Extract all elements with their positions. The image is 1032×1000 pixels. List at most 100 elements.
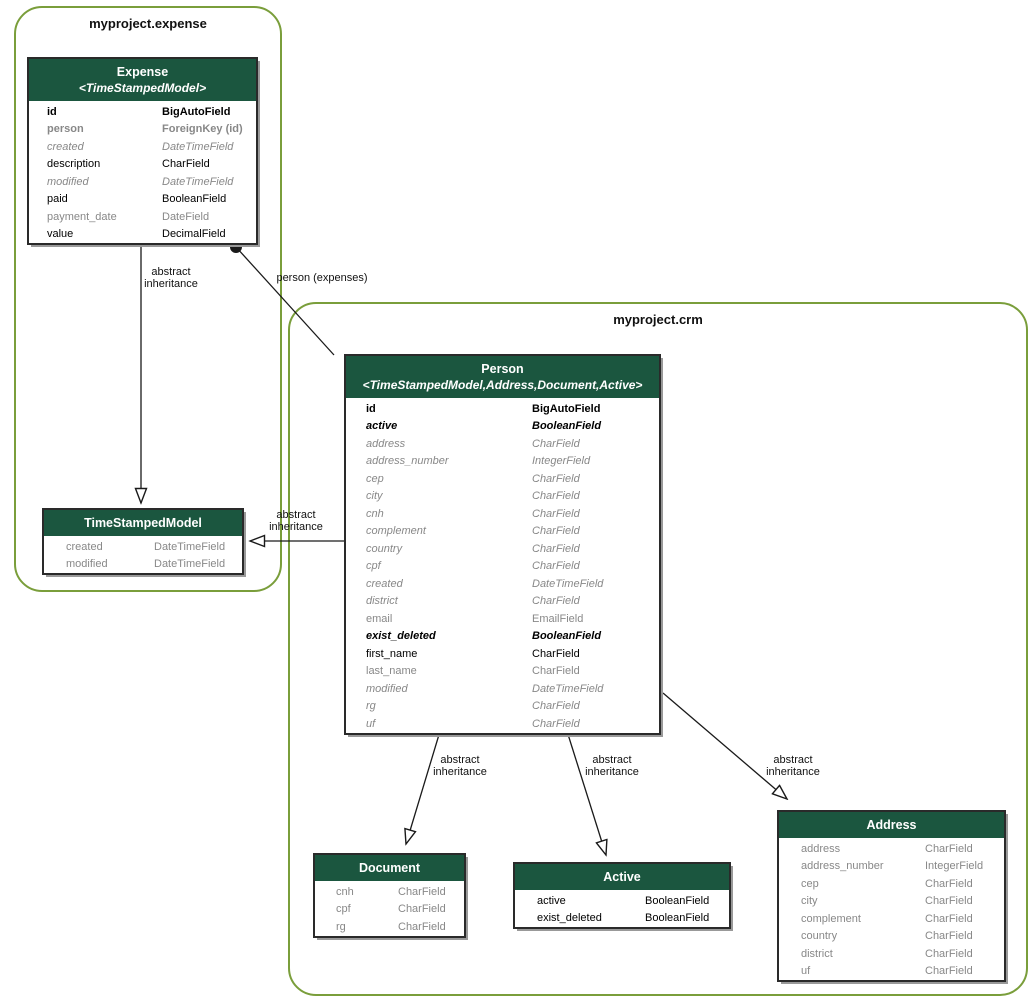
field-name: country	[366, 542, 403, 555]
package-crm-label: myproject.crm	[613, 312, 703, 327]
field-name: country	[801, 930, 838, 943]
edge-label-person-active-inheritance: abstract inheritance	[585, 754, 639, 778]
field-name: modified	[47, 175, 89, 188]
field-name: payment_date	[47, 210, 117, 223]
document-table-header: Document	[315, 855, 464, 881]
field-name: address_number	[801, 860, 884, 873]
address-field-row-city: city CharField	[779, 893, 1004, 911]
field-type: DateTimeField	[162, 140, 234, 153]
field-type: CharField	[532, 437, 580, 450]
expense-field-row-value: value DecimalField	[29, 226, 256, 244]
model-table-person: Person<TimeStampedModel,Address,Document…	[344, 354, 661, 735]
field-name: cep	[801, 877, 819, 890]
field-name: active	[537, 894, 566, 907]
active-table-header: Active	[515, 864, 729, 890]
field-type: BooleanField	[532, 420, 602, 433]
field-type: BooleanField	[645, 912, 710, 925]
field-name: complement	[366, 525, 426, 538]
field-type: CharField	[532, 507, 580, 520]
package-expense-label: myproject.expense	[89, 16, 207, 31]
address-field-row-cep: cep CharField	[779, 875, 1004, 893]
field-name: complement	[801, 912, 861, 925]
timestampedmodel-table-title: TimeStampedModel	[84, 516, 202, 530]
field-type: DecimalField	[162, 228, 226, 241]
field-type: EmailField	[532, 612, 584, 625]
field-type: CharField	[925, 842, 973, 855]
field-name: created	[66, 540, 103, 553]
field-type: CharField	[532, 647, 580, 660]
field-name: value	[47, 228, 74, 241]
field-name: first_name	[366, 647, 418, 660]
field-type: IntegerField	[925, 860, 984, 873]
field-name: rg	[366, 700, 376, 713]
field-name: modified	[66, 558, 108, 571]
field-type: DateTimeField	[154, 558, 226, 571]
document-field-row-cnh: cnh CharField	[315, 883, 464, 901]
field-type: CharField	[925, 877, 973, 890]
field-type: BooleanField	[532, 630, 602, 643]
field-type: BigAutoField	[162, 105, 231, 118]
field-name: last_name	[366, 665, 417, 678]
person-field-row-id: id BigAutoField	[346, 400, 659, 418]
field-name: uf	[801, 965, 811, 978]
field-type: CharField	[532, 542, 580, 555]
document-field-row-rg: rg CharField	[315, 918, 464, 936]
field-name: rg	[336, 920, 346, 933]
edge-label-person-timestamped-inheritance: abstract inheritance	[269, 509, 323, 533]
field-name: cpf	[336, 903, 351, 916]
field-name: cnh	[366, 507, 384, 520]
field-name: cnh	[336, 885, 354, 898]
field-type: CharField	[925, 930, 973, 943]
field-name: paid	[47, 193, 68, 206]
field-type: CharField	[398, 920, 446, 933]
package-crm: myproject.crm	[288, 302, 1028, 996]
edge-label-person-address-inheritance: abstract inheritance	[766, 754, 820, 778]
address-field-row-country: country CharField	[779, 928, 1004, 946]
person-field-row-cnh: cnh CharField	[346, 505, 659, 523]
address-table-header: Address	[779, 812, 1004, 838]
expense-table-stereotype: <TimeStampedModel>	[78, 81, 207, 95]
field-name: created	[47, 140, 84, 153]
field-type: CharField	[925, 895, 973, 908]
field-type: CharField	[398, 885, 446, 898]
field-name: city	[801, 895, 818, 908]
field-type: BigAutoField	[532, 402, 601, 415]
field-type: CharField	[532, 665, 580, 678]
field-type: BooleanField	[162, 193, 227, 206]
field-name: id	[366, 402, 376, 415]
timestampedmodel-table-header: TimeStampedModel	[44, 510, 242, 536]
edge-label-person-expenses-fk: person (expenses)	[276, 272, 368, 284]
field-name: address	[366, 437, 406, 450]
field-type: CharField	[532, 717, 580, 730]
person-field-row-country: country CharField	[346, 540, 659, 558]
person-field-row-last_name: last_name CharField	[346, 663, 659, 681]
field-name: district	[801, 947, 833, 960]
field-name: active	[366, 420, 398, 433]
field-type: DateTimeField	[154, 540, 226, 553]
field-name: exist_deleted	[366, 630, 436, 643]
field-name: description	[47, 158, 101, 171]
field-type: CharField	[532, 560, 580, 573]
document-table-title: Document	[358, 861, 421, 875]
person-field-row-active: active BooleanField	[346, 418, 659, 436]
edge-label-person-document-inheritance: abstract inheritance	[433, 754, 487, 778]
person-field-row-address: address CharField	[346, 435, 659, 453]
field-name: person	[47, 123, 84, 136]
timestampedmodel-field-row-created: created DateTimeField	[44, 538, 242, 556]
